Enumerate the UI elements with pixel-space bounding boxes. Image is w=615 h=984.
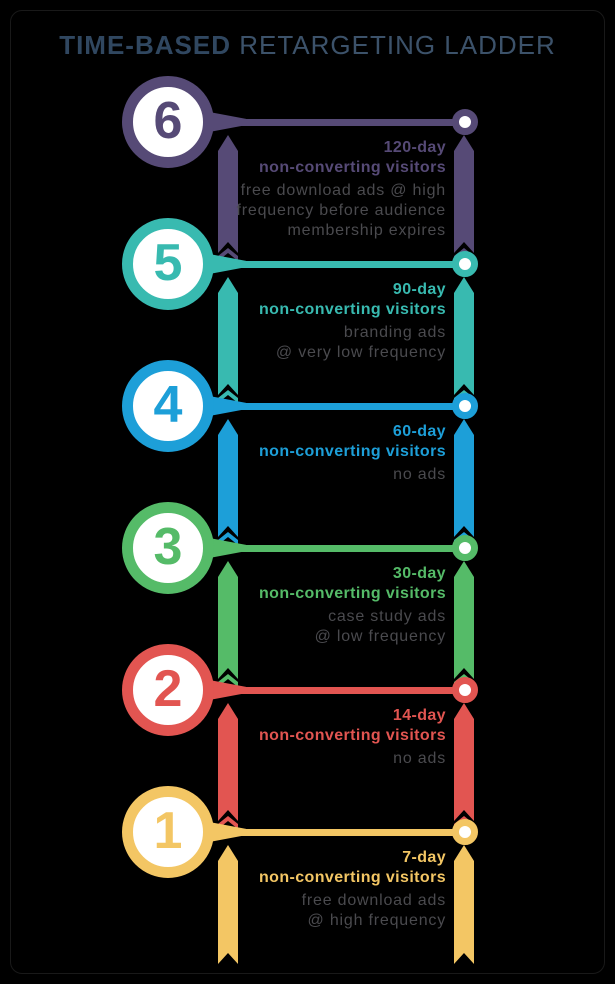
ribbon-right: [454, 845, 474, 964]
step-day-label: 30-day: [392, 565, 446, 582]
step-day-label: 14-day: [392, 707, 446, 724]
step-description: no ads: [393, 466, 446, 483]
step-audience-label: non-converting visitors: [259, 443, 446, 460]
step-number: 4: [153, 376, 183, 434]
ribbon-left: [218, 845, 238, 964]
ribbon-left: [218, 419, 238, 537]
ribbon-right: [454, 135, 474, 253]
step-circle: 4: [122, 360, 214, 452]
step-description: free download ads @ high frequency: [301, 892, 446, 929]
ribbon-right: [454, 277, 474, 395]
connector-end-dot: [452, 819, 478, 845]
step-number: 2: [153, 660, 183, 718]
connector-end-dot: [452, 677, 478, 703]
connector-end-dot: [452, 535, 478, 561]
connector-line: [212, 119, 465, 126]
ribbon-left: [218, 277, 238, 395]
step-audience-label: non-converting visitors: [259, 585, 446, 602]
page-title-emphasis: TIME-BASED: [59, 30, 231, 60]
step-circle: 3: [122, 502, 214, 594]
connector-end-dot: [452, 251, 478, 277]
step-audience-label: non-converting visitors: [259, 869, 446, 886]
connector-line: [212, 261, 465, 268]
step-number: 1: [153, 802, 183, 860]
step-audience-label: non-converting visitors: [259, 727, 446, 744]
step-day-label: 7-day: [402, 849, 446, 866]
ribbon-left: [218, 561, 238, 679]
step-text: 14-day non-converting visitors no ads: [259, 706, 446, 769]
ribbon-right: [454, 703, 474, 821]
connector-end-dot: [452, 109, 478, 135]
step-day-label: 120-day: [383, 139, 446, 156]
step-text: 30-day non-converting visitors case stud…: [259, 564, 446, 647]
step-circle: 5: [122, 218, 214, 310]
step-audience-label: non-converting visitors: [259, 301, 446, 318]
step-description: branding ads @ very low frequency: [275, 324, 446, 361]
page-title: TIME-BASED RETARGETING LADDER: [0, 30, 615, 61]
step-description: free download ads @ high frequency befor…: [236, 182, 446, 239]
step-description: no ads: [393, 750, 446, 767]
connector-end-dot: [452, 393, 478, 419]
step-number: 6: [153, 92, 183, 150]
step-day-label: 60-day: [392, 423, 446, 440]
step-circle: 1: [122, 786, 214, 878]
step-audience-label: non-converting visitors: [259, 159, 446, 176]
step-number: 5: [153, 234, 183, 292]
connector-line: [212, 545, 465, 552]
ribbon-right: [454, 561, 474, 679]
step-text: 7-day non-converting visitors free downl…: [259, 848, 446, 931]
step-text: 60-day non-converting visitors no ads: [259, 422, 446, 485]
step-day-label: 90-day: [392, 281, 446, 298]
step-circle: 2: [122, 644, 214, 736]
connector-line: [212, 687, 465, 694]
connector-line: [212, 829, 465, 836]
step-text: 120-day non-converting visitors free dow…: [237, 138, 446, 241]
connector-line: [212, 403, 465, 410]
page-title-rest: RETARGETING LADDER: [239, 30, 556, 60]
ribbon-left: [218, 703, 238, 821]
ribbon-right: [454, 419, 474, 537]
step-text: 90-day non-converting visitors branding …: [259, 280, 446, 363]
step-circle: 6: [122, 76, 214, 168]
step-description: case study ads @ low frequency: [314, 608, 446, 645]
step-number: 3: [153, 518, 183, 576]
ribbon-left: [218, 135, 238, 253]
